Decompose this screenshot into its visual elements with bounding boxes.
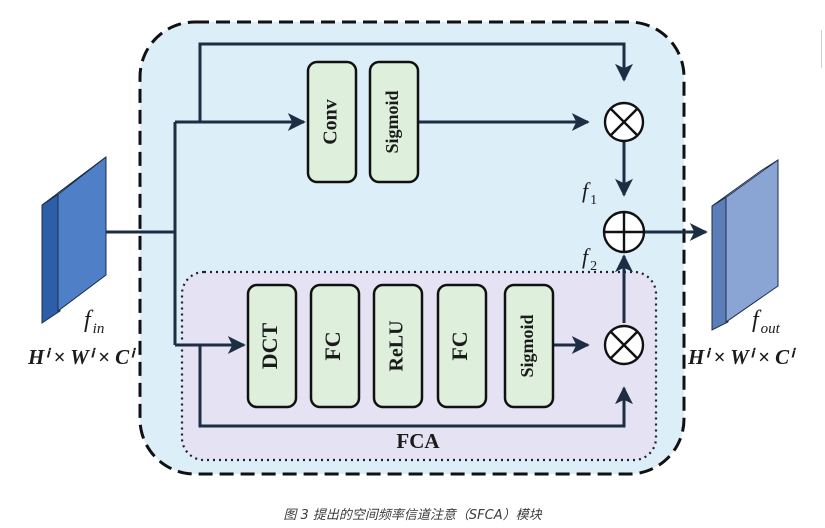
sfca-diagram: Conv Sigmoid DCT FC ReLU FC Sigmoid FCA … — [27, 20, 796, 476]
input-feature-map — [41, 156, 107, 324]
conv-label: Conv — [320, 99, 342, 145]
sigmoid-top-block: Sigmoid — [368, 60, 420, 184]
relu-block: ReLU — [372, 283, 424, 409]
fc-block-2: FC — [436, 283, 488, 409]
dct-label: DCT — [257, 322, 282, 369]
connections — [106, 42, 708, 428]
add-icon — [602, 210, 646, 254]
fc-block-1: FC — [309, 283, 361, 409]
dct-block: DCT — [246, 283, 298, 409]
figure-caption: 图 3 提出的空间频率信道注意（SFCA）模块 — [283, 508, 542, 523]
sigmoid-top-label: Sigmoid — [382, 90, 402, 153]
fc-label-2: FC — [447, 331, 472, 360]
multiply-bottom-icon — [603, 324, 645, 366]
output-dims-label: Hⁱ × Wⁱ × Cⁱ — [687, 345, 796, 369]
fc-label-1: FC — [320, 331, 345, 360]
relu-label: ReLU — [386, 320, 408, 371]
sigmoid-bottom-label: Sigmoid — [517, 314, 537, 377]
fca-label: FCA — [396, 429, 440, 453]
input-dims-label: Hⁱ × Wⁱ × Cⁱ — [27, 345, 136, 369]
sigmoid-bottom-block: Sigmoid — [503, 283, 555, 409]
output-feature-map — [711, 159, 779, 331]
page-edge-divider — [821, 30, 822, 68]
conv-block: Conv — [306, 60, 358, 184]
multiply-top-icon — [603, 101, 645, 143]
